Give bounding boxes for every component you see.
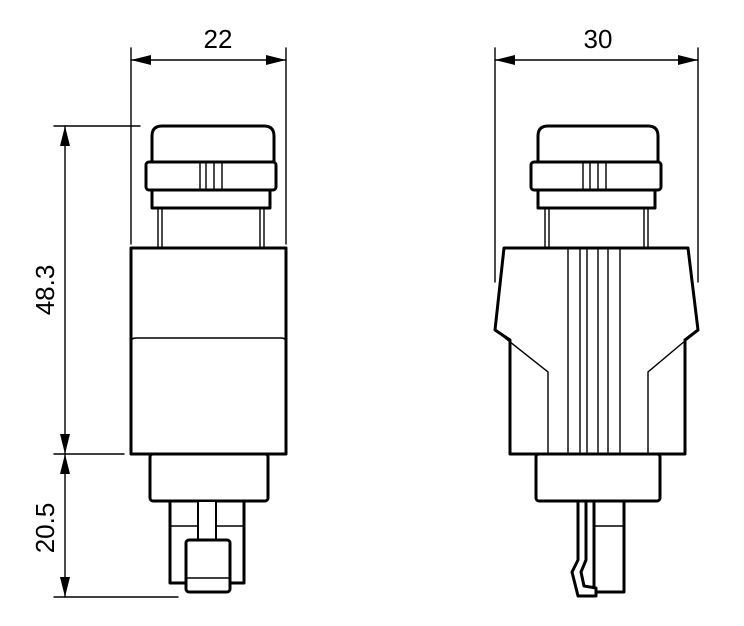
dim-plug-height-label: 20.5	[30, 503, 60, 554]
side-view	[129, 124, 288, 594]
front-view	[493, 124, 700, 598]
side-gland-ring	[144, 160, 278, 192]
side-gland-cap	[150, 124, 276, 164]
dim-front-width-label: 30	[584, 24, 613, 54]
side-plug-tip	[184, 538, 232, 594]
front-bottom-sleeve	[534, 452, 662, 503]
front-gland-cap	[536, 124, 660, 164]
side-housing	[129, 246, 288, 456]
front-gland-ring	[529, 160, 663, 192]
dim-body-height-label: 48.3	[30, 265, 60, 316]
side-bottom-sleeve	[148, 452, 270, 503]
front-housing	[493, 246, 700, 456]
dim-front-width: 30	[494, 24, 699, 283]
front-plug-body	[592, 499, 626, 594]
dim-side-width-label: 22	[204, 24, 233, 54]
dim-plug-height: 20.5	[30, 453, 179, 598]
front-gland-sleeve	[536, 188, 657, 210]
front-plug-latch	[570, 499, 598, 598]
dim-body-height: 48.3	[30, 125, 141, 455]
side-gland-sleeve	[150, 188, 272, 210]
dim-side-width: 22	[130, 24, 287, 245]
